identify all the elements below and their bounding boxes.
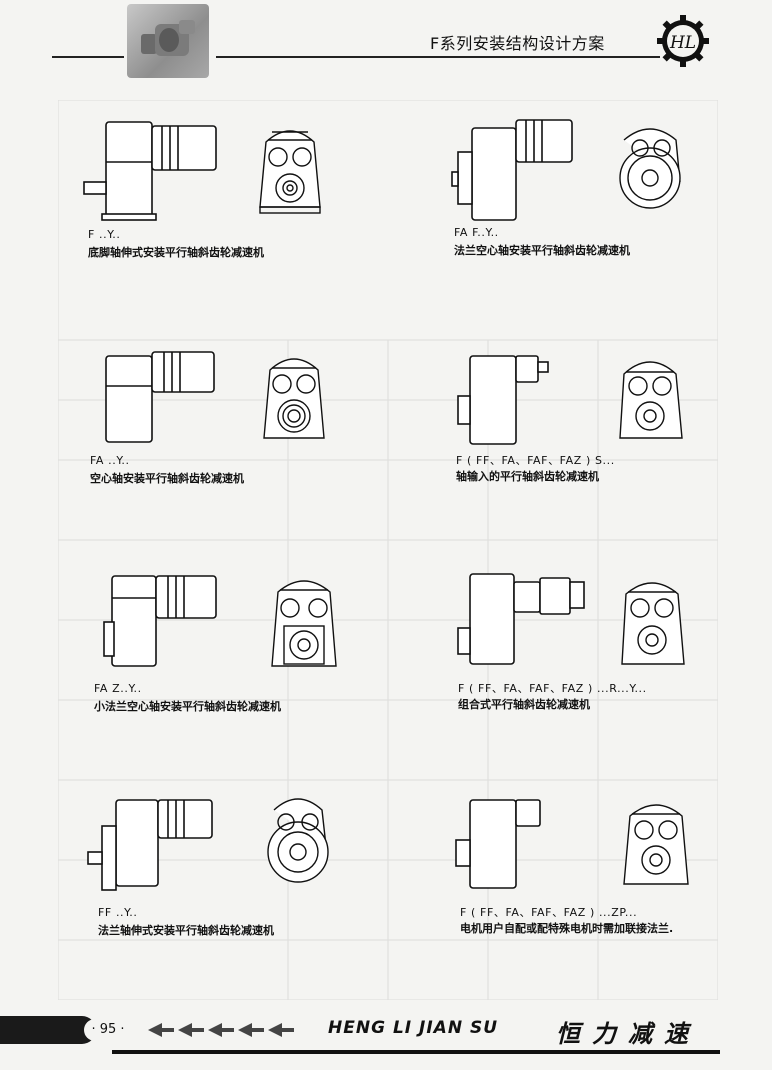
brand-slogan: 恒力减速 <box>556 1020 700 1048</box>
catalog-item-5: FA Z..Y.. 小法兰空心轴安装平行轴斜齿轮减速机 <box>82 570 402 790</box>
model-description: 空心轴安装平行轴斜齿轮减速机 <box>90 472 244 485</box>
header-rule-left <box>52 56 124 58</box>
model-code: F ( FF、FA、FAF、FAZ ) ...ZP... <box>460 906 638 919</box>
model-code: FF ..Y.. <box>98 906 138 919</box>
arrow-left-icon <box>148 1023 294 1037</box>
page-tab-decoration <box>0 1016 96 1044</box>
footer-rule <box>112 1050 720 1054</box>
reducer-side-view-icon <box>103 575 337 667</box>
reducer-side-view-icon <box>455 799 689 889</box>
catalog-item-1: F ..Y.. 底脚轴伸式安装平行轴斜齿轮减速机 <box>78 112 398 332</box>
model-description: 底脚轴伸式安装平行轴斜齿轮减速机 <box>88 246 264 259</box>
catalog-item-2: FA F..Y.. 法兰空心轴安装平行轴斜齿轮减速机 <box>444 112 764 332</box>
model-description: 法兰空心轴安装平行轴斜齿轮减速机 <box>454 244 630 257</box>
model-code: F ..Y.. <box>88 228 121 241</box>
catalog-item-4: F ( FF、FA、FAF、FAZ ) S... 轴输入的平行轴斜齿轮减速机 <box>444 346 764 566</box>
background-table-watermark <box>58 100 718 1000</box>
motor-photo-icon <box>127 4 209 78</box>
reducer-side-view-icon <box>451 119 681 221</box>
model-description: 电机用户自配或配特殊电机时需加联接法兰. <box>460 922 674 935</box>
page-title: F系列安装结构设计方案 <box>430 34 605 53</box>
catalog-item-8: F ( FF、FA、FAF、FAZ ) ...ZP... 电机用户自配或配特殊电… <box>444 790 764 1010</box>
model-description: 轴输入的平行轴斜齿轮减速机 <box>456 470 599 483</box>
model-description: 组合式平行轴斜齿轮减速机 <box>458 698 590 711</box>
model-code: F ( FF、FA、FAF、FAZ ) S... <box>456 454 615 467</box>
model-description: 小法兰空心轴安装平行轴斜齿轮减速机 <box>94 700 281 713</box>
model-code: FA ..Y.. <box>90 454 130 467</box>
brand-name: HENG LI JIAN SU <box>328 1018 499 1038</box>
reducer-side-view-icon <box>87 798 329 891</box>
page-number: · 95 · <box>84 1019 132 1041</box>
catalog-item-7: FF ..Y.. 法兰轴伸式安装平行轴斜齿轮减速机 <box>84 786 404 1006</box>
reducer-side-view-icon <box>457 573 685 665</box>
model-description: 法兰轴伸式安装平行轴斜齿轮减速机 <box>98 924 274 937</box>
reducer-side-view-icon <box>105 351 325 443</box>
reducer-side-view-icon <box>83 121 321 221</box>
model-code: FA Z..Y.. <box>94 682 142 695</box>
svg-text:HL: HL <box>669 33 696 53</box>
model-code: FA F..Y.. <box>454 226 499 239</box>
model-code: F ( FF、FA、FAF、FAZ ) ...R...Y... <box>458 682 647 695</box>
header-rule-right <box>216 56 660 58</box>
gear-logo-icon: HL <box>656 14 710 68</box>
reducer-side-view-icon <box>457 355 683 445</box>
catalog-item-6: F ( FF、FA、FAF、FAZ ) ...R...Y... 组合式平行轴斜齿… <box>444 568 764 788</box>
catalog-item-3: FA ..Y.. 空心轴安装平行轴斜齿轮减速机 <box>78 346 398 566</box>
